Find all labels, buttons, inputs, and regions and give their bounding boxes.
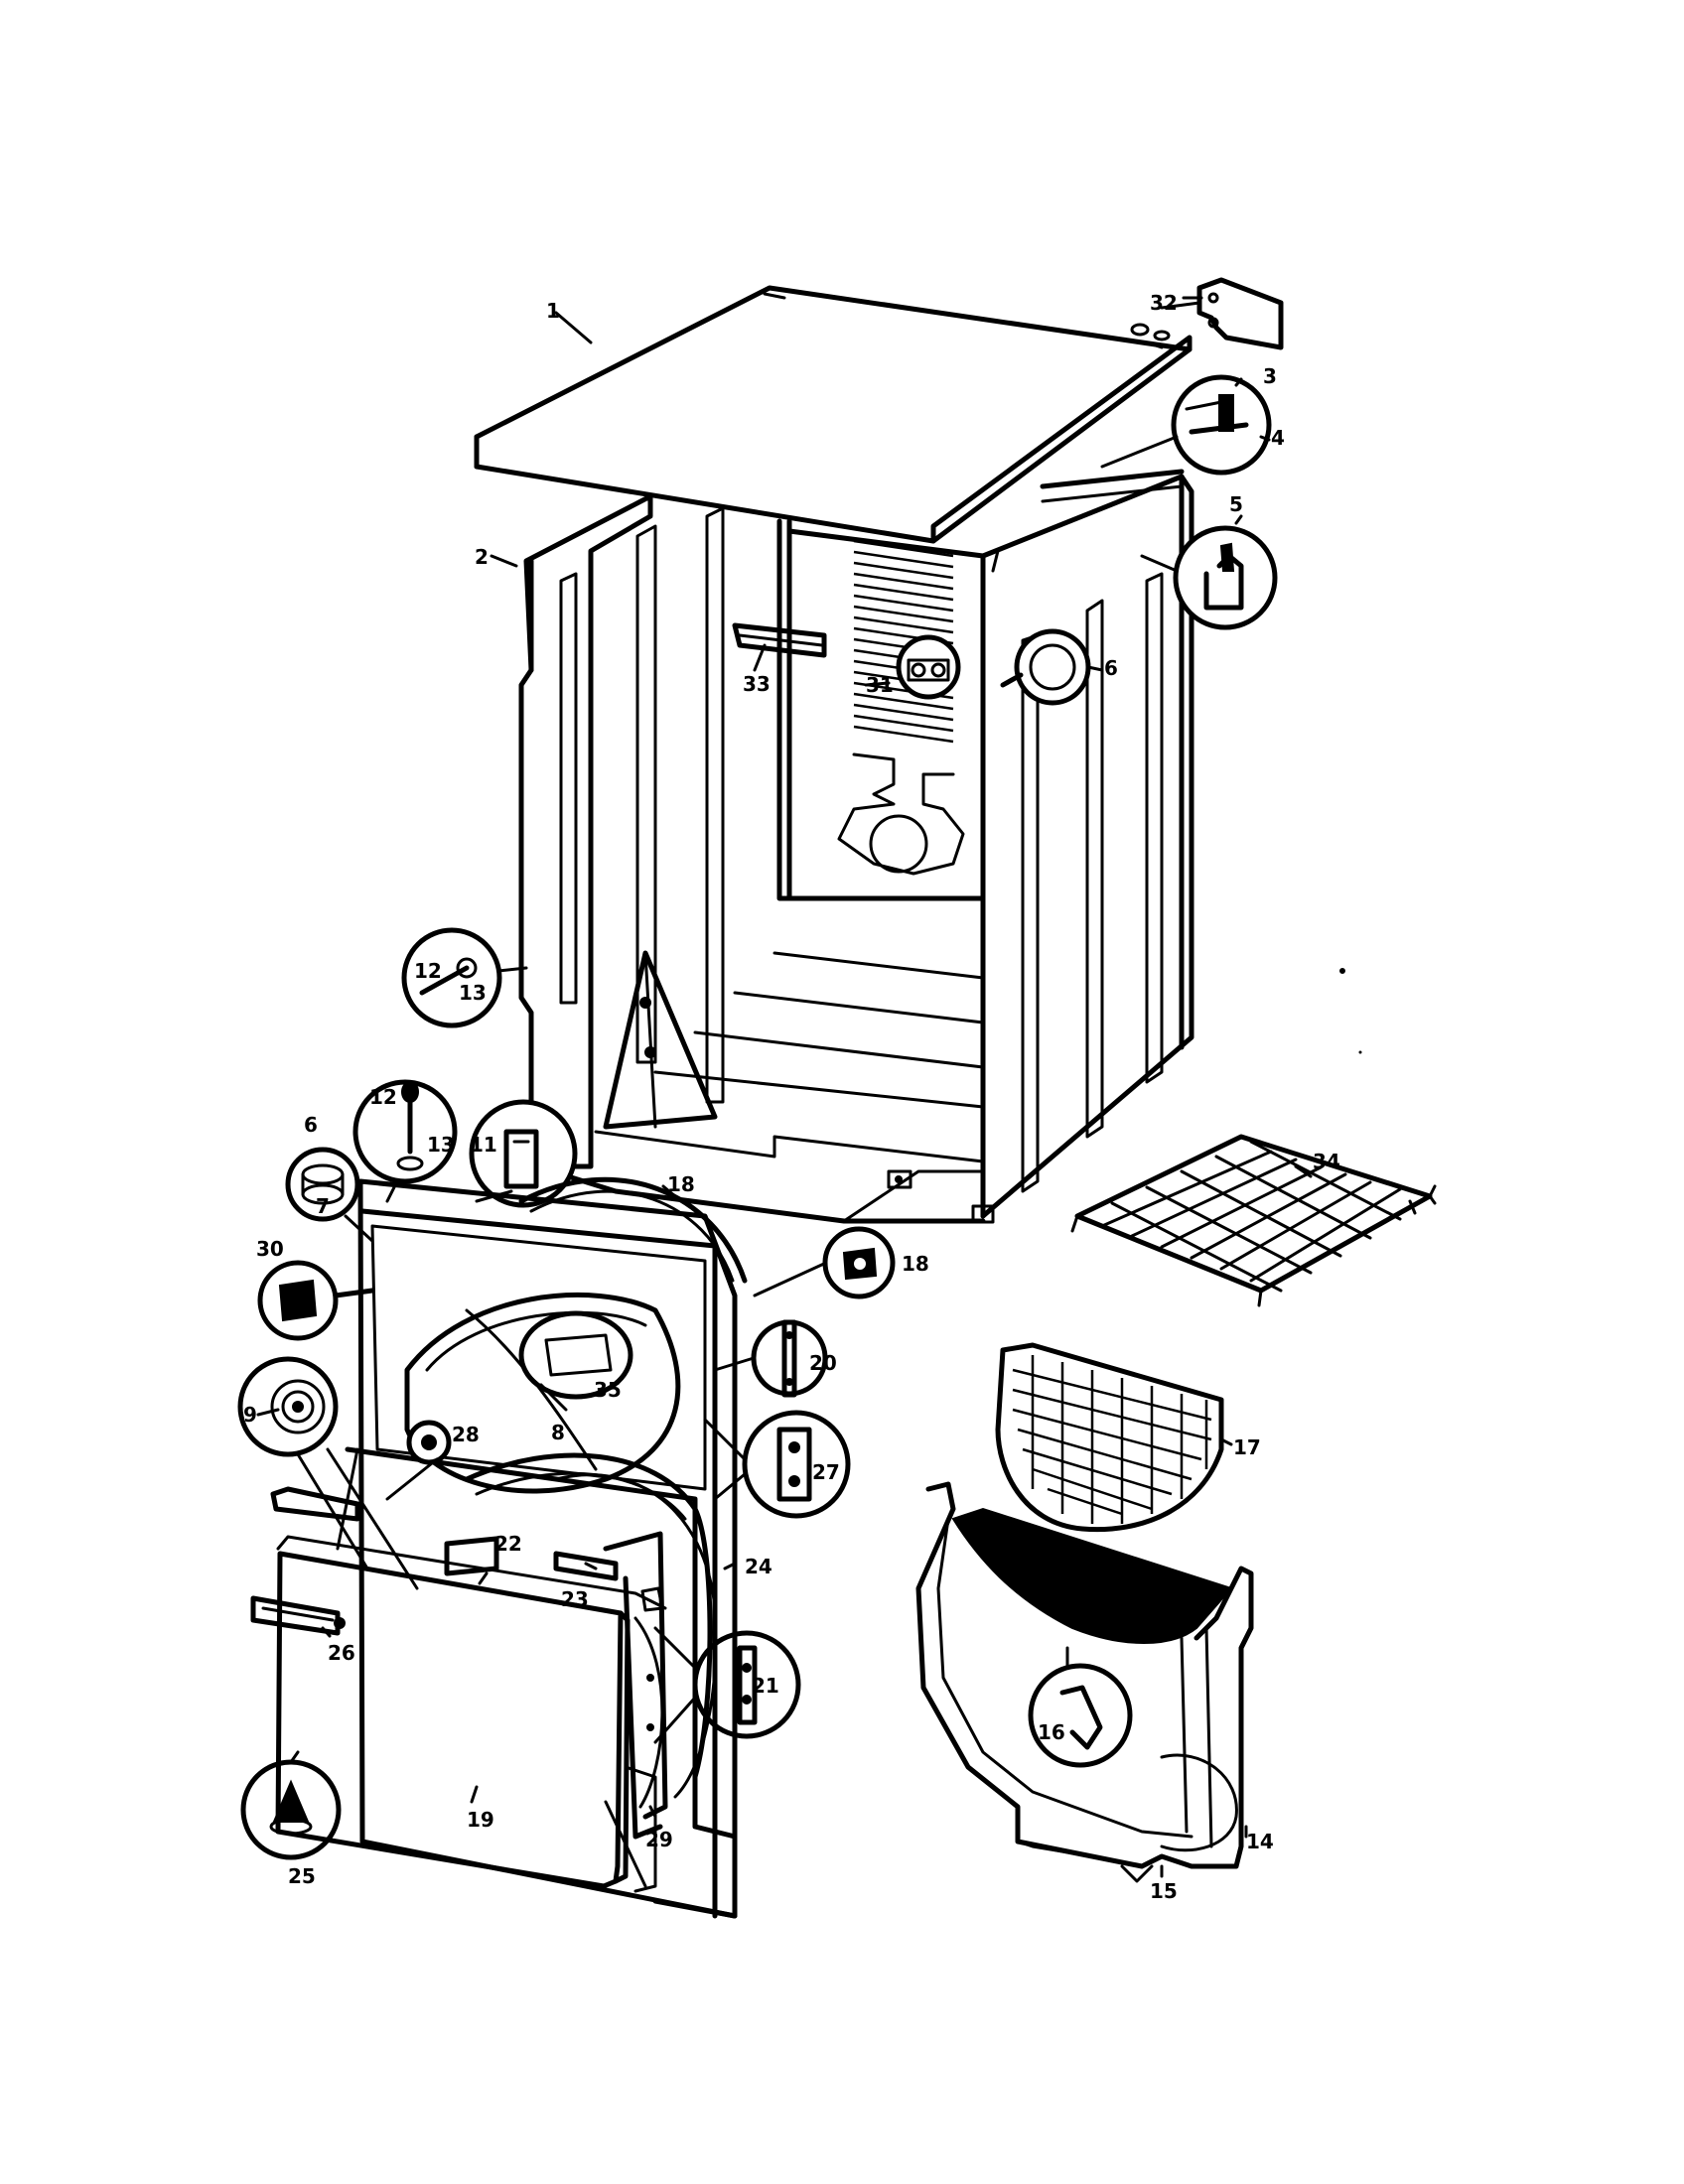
dryer-rack xyxy=(1070,1134,1437,1307)
callout-12-cabinet: 12 xyxy=(414,959,442,983)
inset-foot-25 xyxy=(240,1750,342,1860)
callout-13-cabinet: 13 xyxy=(459,981,487,1005)
door xyxy=(250,1486,668,1889)
callout-7: 7 xyxy=(316,1194,330,1218)
callout-6-front: 6 xyxy=(304,1113,318,1137)
callout-33: 33 xyxy=(743,672,771,696)
inset-bracket-20 xyxy=(713,1319,828,1398)
callout-19: 19 xyxy=(467,1808,494,1832)
callout-12-front: 12 xyxy=(369,1085,397,1109)
inset-knob-9 xyxy=(237,1356,419,1590)
lint-screen xyxy=(995,1342,1224,1533)
callout-27: 27 xyxy=(812,1460,840,1484)
rear-bearing-detail xyxy=(896,634,961,700)
callout-5: 5 xyxy=(1229,492,1243,516)
duct-housing xyxy=(915,1481,1254,1883)
inset-hinge-3-4 xyxy=(1100,374,1272,476)
inset-hinge-21 xyxy=(653,1626,801,1744)
inset-clip-18 xyxy=(753,1226,896,1299)
callout-25: 25 xyxy=(288,1864,316,1888)
inset-screw-12-13-cabinet xyxy=(401,927,528,1028)
drum-bearing-detail xyxy=(1000,628,1091,706)
inset-switch-30 xyxy=(257,1260,375,1341)
callout-16: 16 xyxy=(1038,1720,1065,1744)
callout-28: 28 xyxy=(452,1423,480,1446)
front-panel xyxy=(336,1176,748,1919)
inset-clip-5 xyxy=(1140,525,1278,630)
callout-34: 34 xyxy=(1313,1150,1340,1173)
callout-13-front: 13 xyxy=(427,1133,455,1157)
cabinet xyxy=(518,469,1194,1224)
callout-1: 1 xyxy=(546,299,560,323)
callout-2: 2 xyxy=(475,545,489,569)
inset-clip-16 xyxy=(1028,1646,1133,1768)
bracket-32 xyxy=(1160,277,1284,350)
callout-32: 32 xyxy=(1150,291,1178,315)
inset-bearing-6 xyxy=(285,1147,374,1243)
callout-26: 26 xyxy=(328,1641,355,1665)
callout-8: 8 xyxy=(551,1421,565,1444)
callout-11: 11 xyxy=(470,1133,497,1157)
callout-20: 20 xyxy=(809,1351,837,1375)
top-panel xyxy=(474,285,1193,544)
callout-17: 17 xyxy=(1233,1435,1261,1459)
callout-14: 14 xyxy=(1246,1830,1274,1853)
callout-35: 35 xyxy=(594,1378,622,1402)
callout-15: 15 xyxy=(1150,1879,1178,1903)
leader-lines xyxy=(321,296,1362,1878)
callout-labels: 1 2 3 4 5 6 6 7 8 9 11 12 13 12 13 14 15… xyxy=(243,291,1340,1903)
callout-18-seal: 18 xyxy=(667,1172,695,1196)
callout-9: 9 xyxy=(243,1403,257,1427)
callout-21: 21 xyxy=(752,1674,779,1698)
callout-24: 24 xyxy=(745,1555,772,1578)
callout-3: 3 xyxy=(1263,364,1277,388)
callout-23: 23 xyxy=(561,1587,589,1611)
callout-29: 29 xyxy=(645,1828,673,1851)
callout-6-cabinet: 6 xyxy=(1104,656,1118,680)
inset-hinge-11 xyxy=(469,1099,578,1208)
callout-4: 4 xyxy=(1271,426,1285,450)
inset-screw-12-13-front xyxy=(352,1079,458,1203)
callout-31: 31 xyxy=(866,673,894,697)
inset-hinge-27 xyxy=(703,1410,851,1519)
callout-22: 22 xyxy=(494,1532,522,1556)
callout-18-clip: 18 xyxy=(902,1252,929,1276)
callout-30: 30 xyxy=(256,1237,284,1261)
